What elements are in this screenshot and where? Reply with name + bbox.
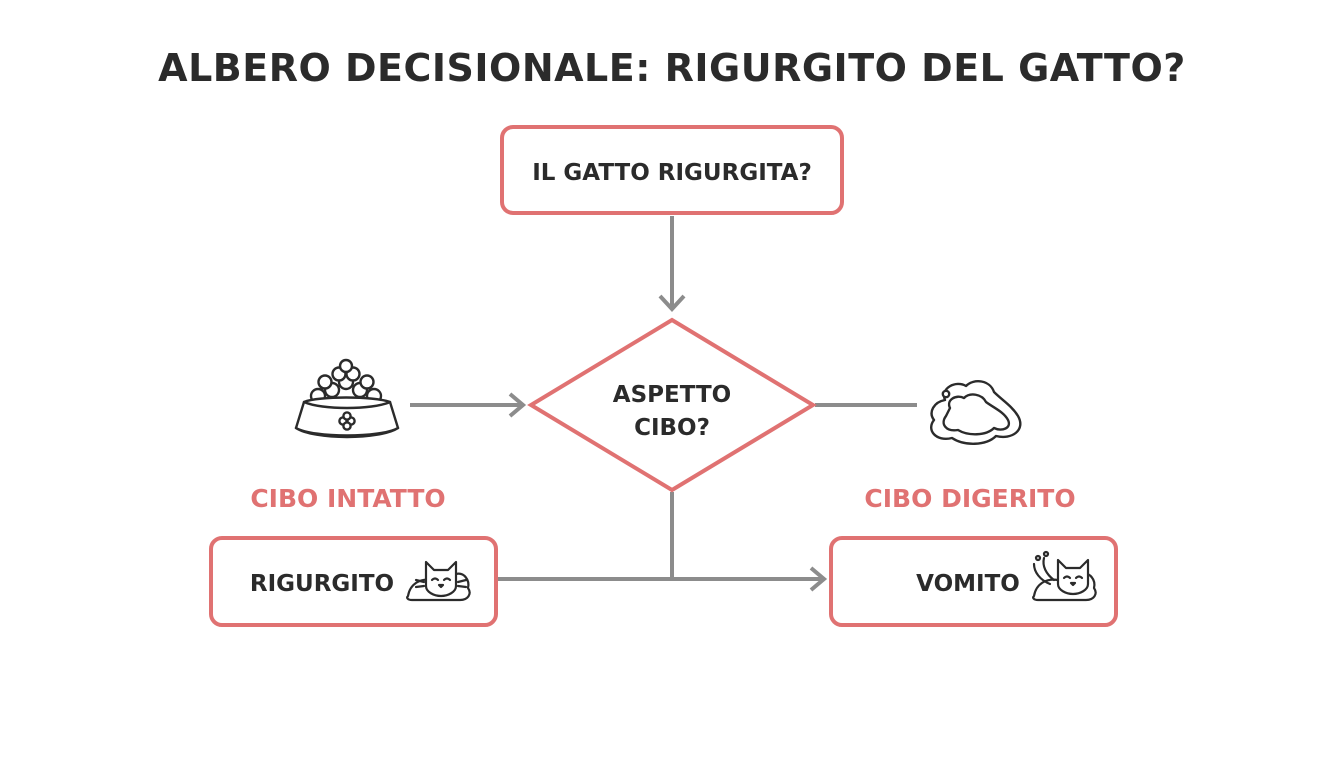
puddle-icon xyxy=(930,380,1022,445)
start-label: IL GATTO RIGURGITA? xyxy=(532,160,812,186)
decision-label-line2: CIBO? xyxy=(634,415,710,441)
start-box xyxy=(500,125,844,215)
arrowhead-down xyxy=(658,294,686,312)
food-bowl-icon xyxy=(294,358,400,439)
right-result-label: VOMITO xyxy=(916,571,1020,597)
decision-node: ASPETTO CIBO? xyxy=(527,317,817,493)
decision-diamond xyxy=(527,317,817,493)
left-result-box xyxy=(209,536,498,627)
start-node: IL GATTO RIGURGITA? xyxy=(500,125,844,215)
connectors xyxy=(410,216,917,592)
cat-vomiting-icon xyxy=(1032,550,1097,602)
branch-label-right: CIBO DIGERITO xyxy=(864,484,1075,513)
cat-icon xyxy=(406,560,471,602)
decision-label-line1: ASPETTO xyxy=(613,382,731,408)
diagram-title: ALBERO DECISIONALE: RIGURGITO DEL GATTO? xyxy=(158,46,1186,90)
left-result-node: RIGURGITO xyxy=(209,536,498,627)
left-result-label: RIGURGITO xyxy=(250,571,394,597)
arrowhead-right-left-branch xyxy=(508,392,527,418)
right-result-node: VOMITO xyxy=(829,536,1118,627)
arrowhead-right-bottom xyxy=(809,566,828,592)
branch-label-left: CIBO INTATTO xyxy=(250,484,445,513)
